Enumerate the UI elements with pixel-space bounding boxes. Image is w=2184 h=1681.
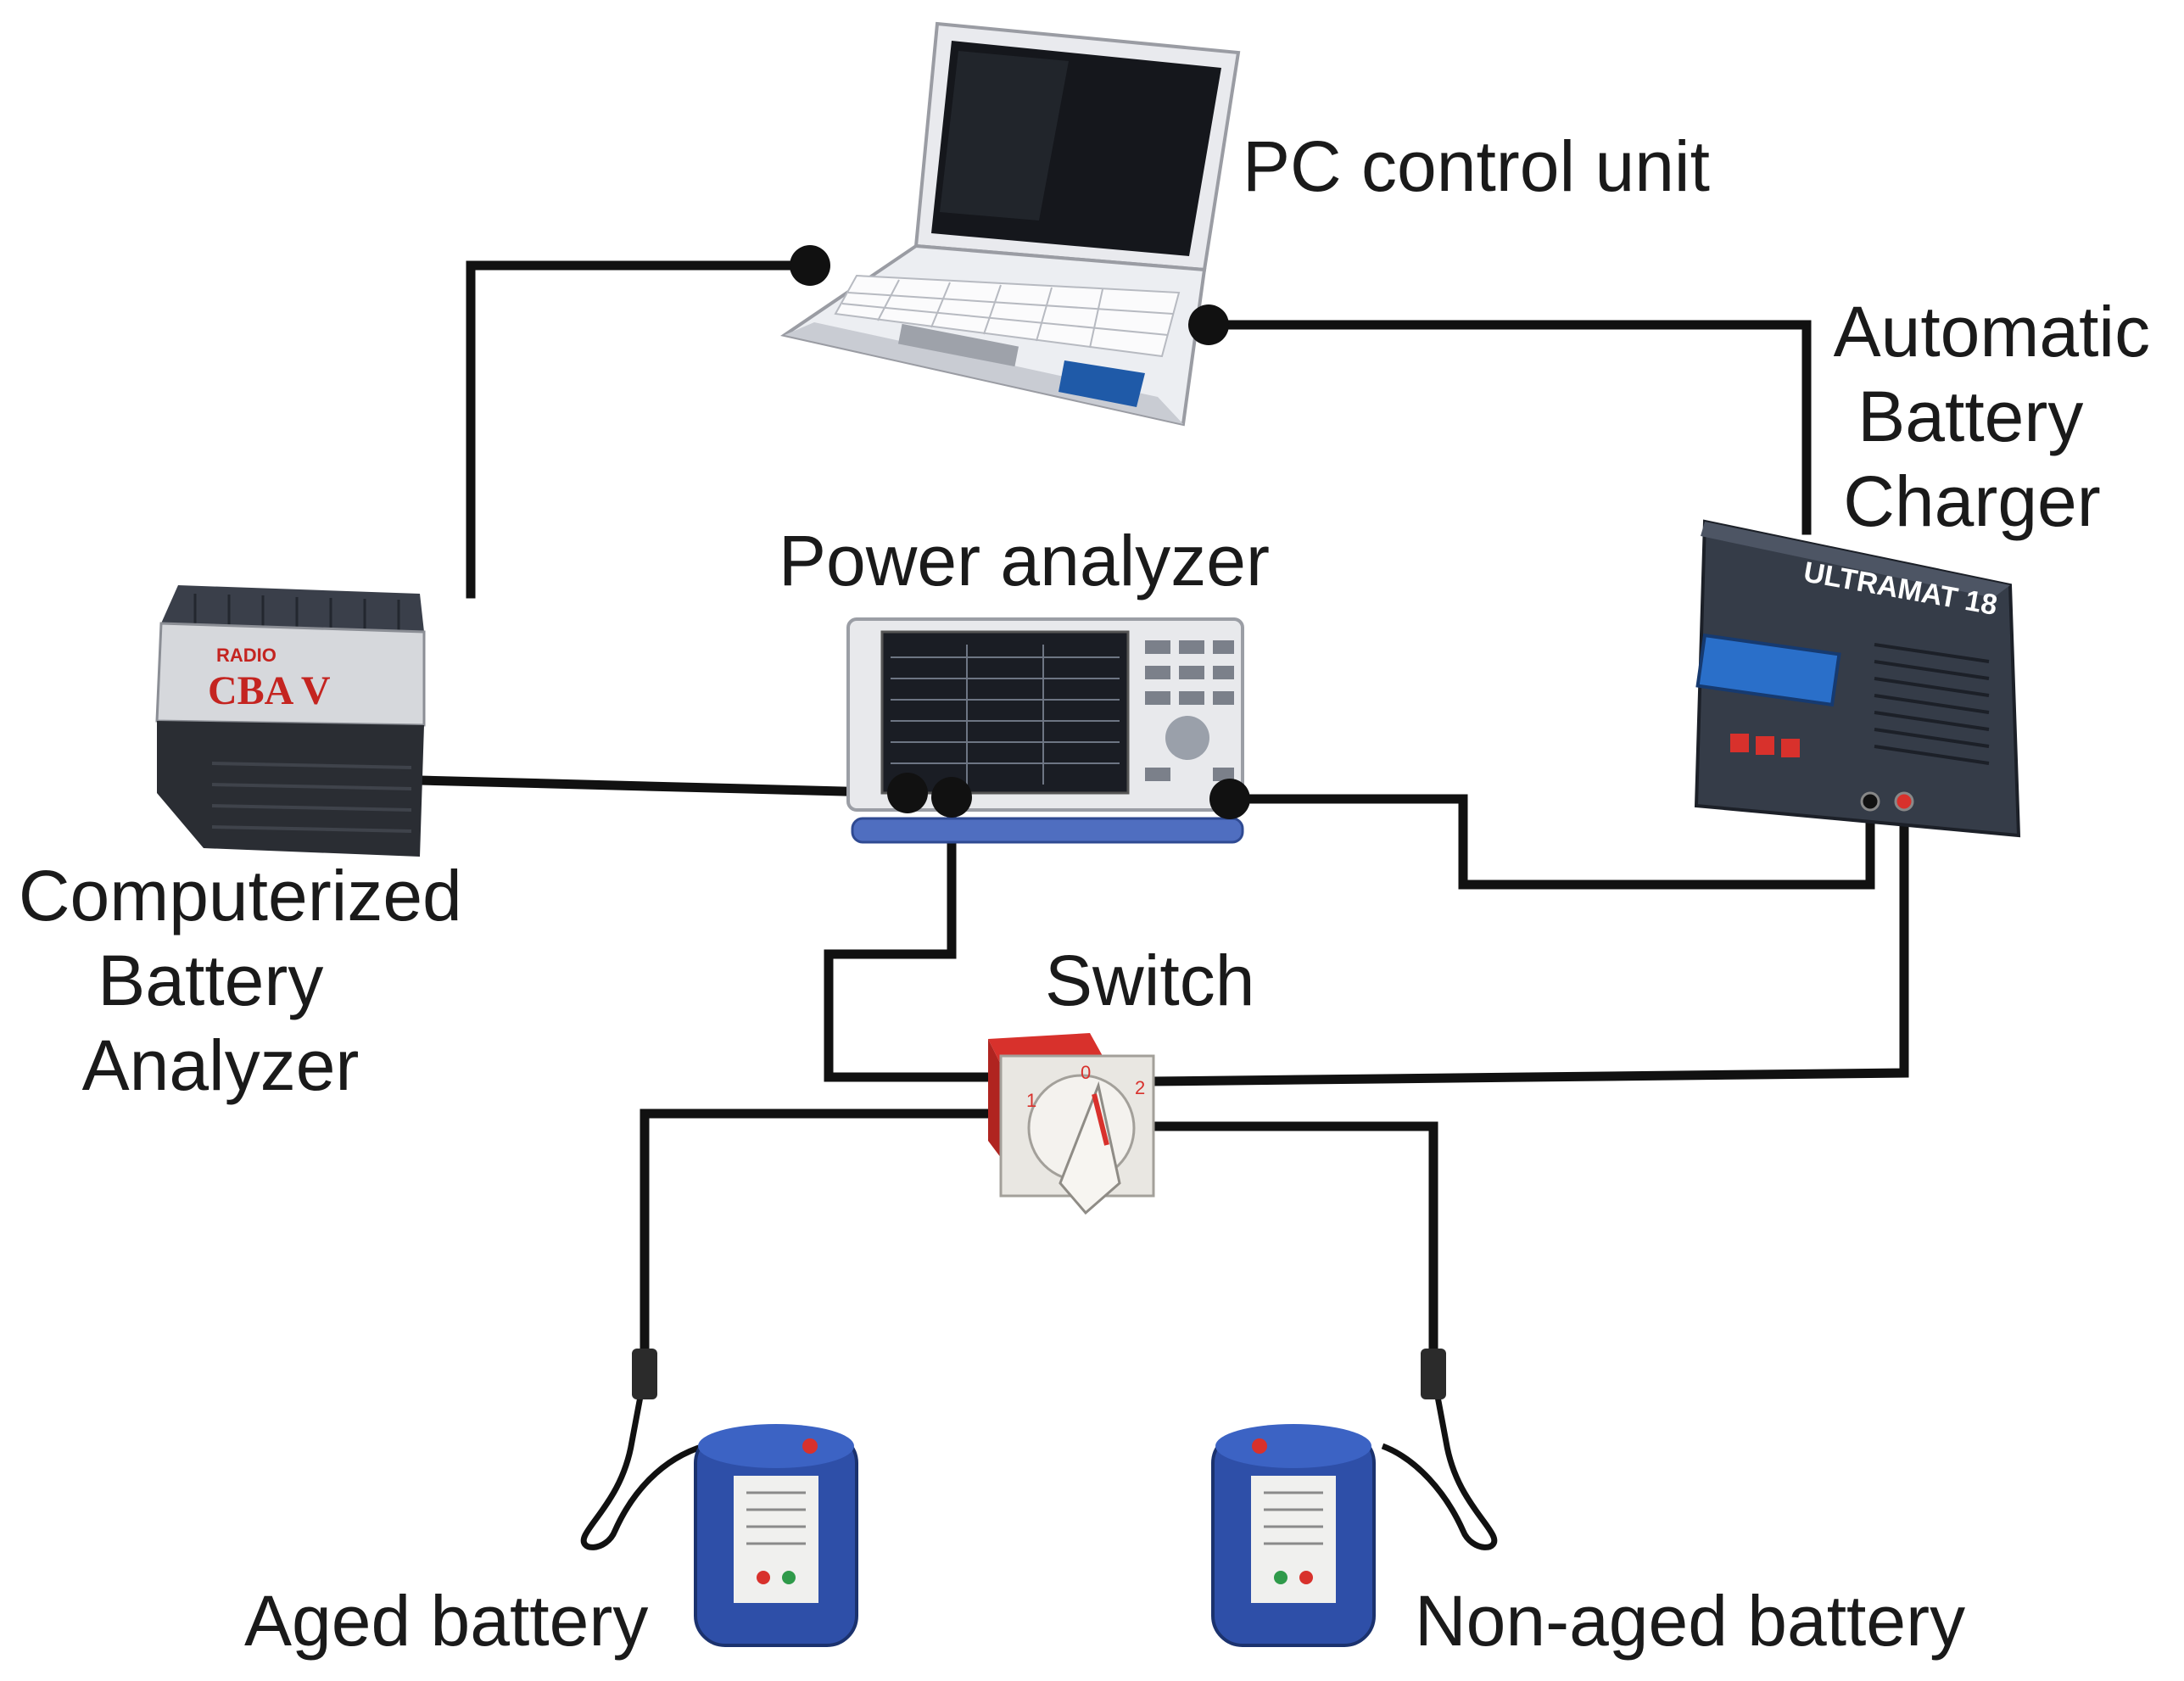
label-non-aged-battery: Non-aged battery <box>1415 1581 1965 1661</box>
label-aged-battery: Aged battery <box>244 1581 648 1661</box>
node-power-analyzer-right <box>1209 779 1250 819</box>
charger-lcd <box>1695 633 1841 707</box>
switch-position-0: 0 <box>1081 1062 1091 1083</box>
power-analyzer-screen <box>880 630 1130 795</box>
charger-black-terminal <box>1860 791 1880 812</box>
charger-vent-grille <box>1874 643 1990 765</box>
switch-knob <box>1058 1081 1121 1215</box>
wiring <box>415 260 1909 1383</box>
wire-switch-to-non-aged-battery <box>1148 1121 1438 1383</box>
laptop-keyboard <box>834 274 1181 358</box>
switch-position-1: 1 <box>1026 1090 1036 1111</box>
non-aged-battery-label <box>1251 1476 1336 1603</box>
power-analyzer-keypad <box>1145 640 1234 781</box>
label-charger: Automatic Battery Charger <box>1834 292 2170 541</box>
aged-battery-label <box>734 1476 818 1603</box>
automatic-battery-charger-device: ULTRAMAT 18 <box>1694 519 2021 838</box>
label-cba-line-2: Battery <box>98 941 323 1020</box>
cba-model-text: CBA V <box>208 668 331 713</box>
label-charger-line-1: Automatic <box>1834 292 2151 371</box>
label-cba-line-3: Analyzer <box>82 1025 360 1105</box>
connection-points <box>790 245 1250 819</box>
computerized-battery-analyzer-device: RADIO CBA V <box>155 585 426 857</box>
wire-switch-to-charger <box>1148 805 1909 1086</box>
non-aged-battery-device <box>1211 1349 1498 1647</box>
laptop-sticker <box>1058 360 1145 407</box>
node-power-analyzer-center <box>931 777 972 818</box>
labels: PC control unit Automatic Battery Charge… <box>19 126 2170 1661</box>
label-pc-control-unit: PC control unit <box>1243 126 1710 206</box>
power-analyzer-device <box>846 617 1244 844</box>
power-analyzer-handle <box>851 817 1244 844</box>
node-power-analyzer-left <box>887 773 928 813</box>
label-cba-line-1: Computerized <box>19 856 462 935</box>
cba-brand-text: RADIO <box>216 645 276 666</box>
wire-pc-to-cba <box>466 260 815 599</box>
wire-pc-to-charger <box>1204 320 1812 535</box>
wire-cba-to-power-analyzer <box>415 775 913 798</box>
label-power-analyzer: Power analyzer <box>779 521 1270 600</box>
wire-switch-to-aged-battery <box>640 1109 1002 1383</box>
node-pc-left <box>790 245 830 286</box>
label-cba: Computerized Battery Analyzer <box>19 856 482 1105</box>
wire-power-analyzer-to-switch <box>824 792 1002 1082</box>
wire-power-analyzer-to-charger <box>1225 794 1875 890</box>
node-pc-right <box>1188 304 1229 345</box>
rotary-switch-device: 0 1 2 <box>988 1033 1155 1215</box>
switch-position-2: 2 <box>1135 1077 1145 1098</box>
pc-control-unit-device <box>780 21 1241 427</box>
aged-battery-device <box>580 1349 858 1647</box>
label-charger-line-3: Charger <box>1843 461 2100 541</box>
charger-red-terminal <box>1894 791 1914 812</box>
label-switch: Switch <box>1045 941 1254 1020</box>
laptop-touchpad <box>897 323 1019 367</box>
label-charger-line-2: Battery <box>1857 377 2083 456</box>
